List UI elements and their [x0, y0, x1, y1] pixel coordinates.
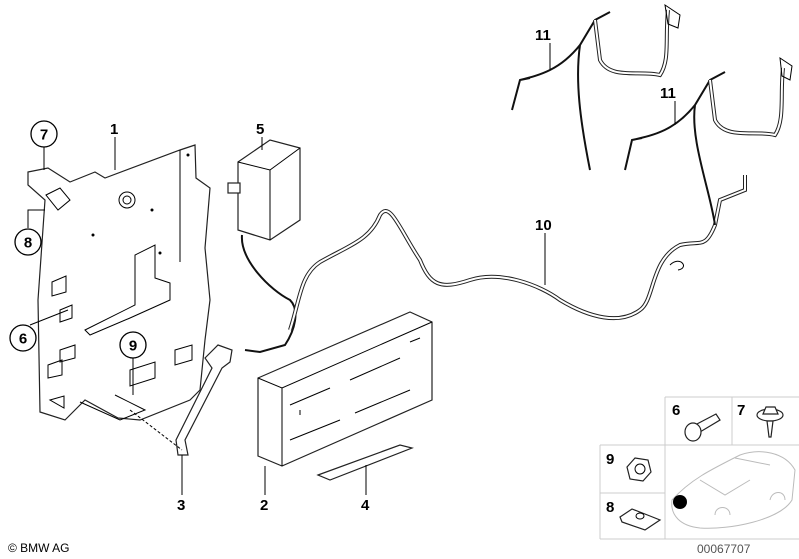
- nut-icon: [626, 457, 652, 482]
- car-location-icon: [671, 451, 796, 529]
- inset-cell-6[interactable]: 6: [672, 402, 721, 442]
- svg-text:8: 8: [606, 499, 614, 516]
- svg-text:2: 2: [260, 497, 268, 514]
- callout-11b: 11: [660, 85, 676, 102]
- callout-10: 10: [535, 217, 552, 234]
- callout-8: 8: [14, 228, 42, 256]
- svg-text:3: 3: [177, 497, 185, 514]
- diagram-number: 00067707: [697, 542, 751, 556]
- svg-text:1: 1: [110, 121, 118, 138]
- callout-7: 7: [30, 120, 58, 148]
- fastener-inset: 6 7 9 8: [599, 396, 799, 540]
- part-4-strip[interactable]: [316, 444, 414, 481]
- callout-6: 6: [9, 324, 37, 352]
- svg-text:7: 7: [737, 402, 745, 419]
- callout-11a: 11: [535, 27, 551, 44]
- screw-icon: [756, 406, 784, 438]
- inset-cell-9[interactable]: 9: [606, 451, 652, 482]
- leader-lines: [27, 43, 676, 495]
- part-11-harness-b[interactable]: [624, 56, 793, 226]
- callout-9: 9: [119, 331, 147, 359]
- callout-3: 3: [177, 497, 185, 514]
- svg-text:10: 10: [535, 217, 552, 234]
- callout-5: 5: [256, 121, 264, 138]
- callout-2: 2: [260, 497, 268, 514]
- svg-text:9: 9: [129, 338, 137, 355]
- part-5-module[interactable]: [227, 139, 301, 354]
- inset-cell-8[interactable]: 8: [606, 499, 662, 531]
- bolt-icon: [684, 413, 721, 442]
- part-1-bracket[interactable]: [27, 144, 211, 421]
- copyright-text: © BMW AG: [8, 541, 70, 555]
- svg-text:5: 5: [256, 121, 264, 138]
- svg-text:6: 6: [19, 331, 27, 348]
- part-11-harness-a[interactable]: [511, 3, 681, 171]
- part-2-box[interactable]: [257, 311, 433, 467]
- part-10-cable[interactable]: [288, 175, 747, 331]
- svg-text:6: 6: [672, 402, 680, 419]
- callout-4: 4: [361, 497, 370, 514]
- svg-text:8: 8: [24, 235, 32, 252]
- svg-text:4: 4: [361, 497, 370, 514]
- svg-text:7: 7: [40, 127, 48, 144]
- callout-1: 1: [110, 121, 118, 138]
- part-3-strut[interactable]: [175, 344, 233, 456]
- inset-cell-7[interactable]: 7: [737, 402, 784, 438]
- clip-nut-icon: [619, 508, 662, 531]
- svg-text:11: 11: [535, 27, 551, 44]
- svg-text:9: 9: [606, 451, 614, 468]
- svg-text:11: 11: [660, 85, 676, 102]
